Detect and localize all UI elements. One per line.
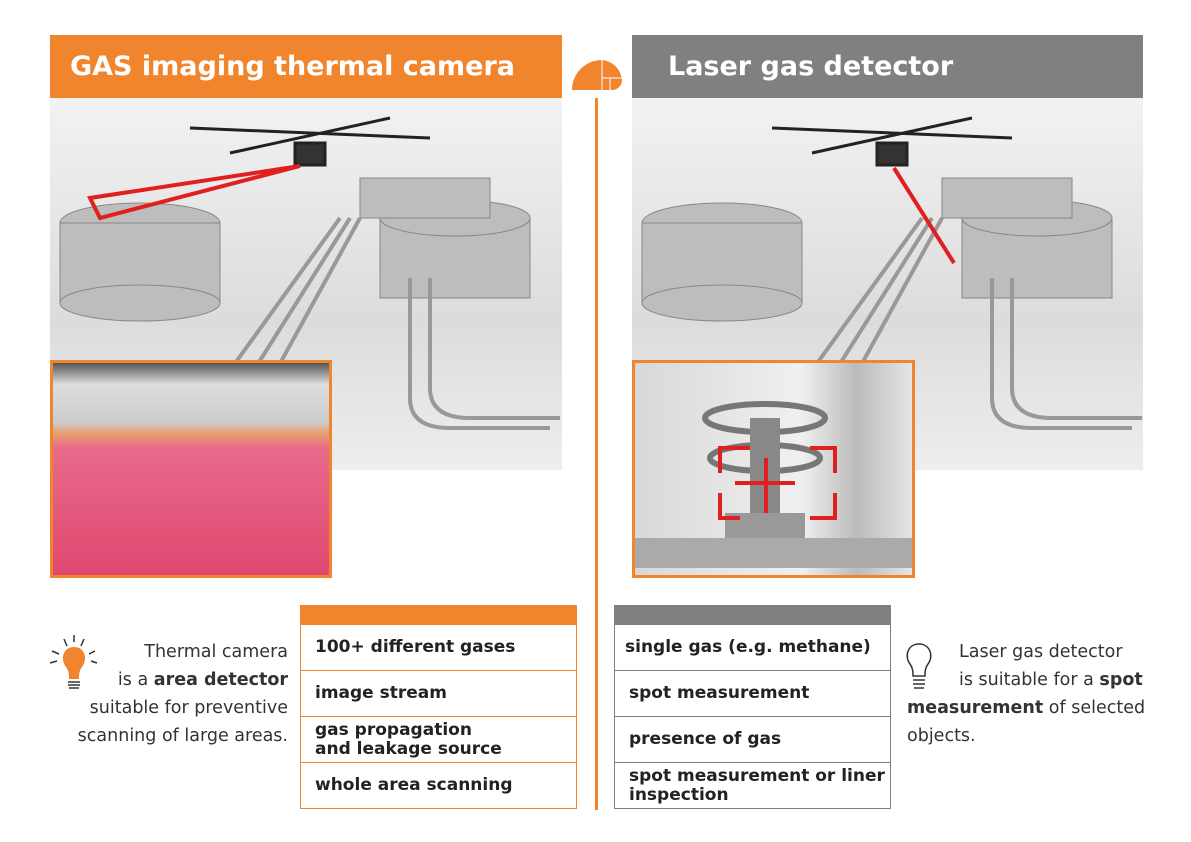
table-row: single gas (e.g. methane) — [614, 625, 891, 671]
right-note: Laser gas detector is suitable for a spo… — [907, 638, 1147, 750]
left-feature-table: 100+ different gases image stream gas pr… — [300, 605, 577, 809]
center-divider — [595, 98, 598, 810]
table-row: gas propagation and leakage source — [300, 717, 577, 763]
valve-image-inset — [632, 360, 915, 578]
note-line: is suitable for a spot — [907, 666, 1147, 694]
note-line: Thermal camera — [144, 642, 288, 662]
right-header: Laser gas detector — [632, 35, 1143, 98]
note-line: is a area detector — [60, 666, 288, 694]
note-text: is a — [117, 670, 154, 690]
right-title: Laser gas detector — [668, 51, 954, 82]
table-header — [614, 605, 891, 625]
left-header: GAS imaging thermal camera — [50, 35, 562, 98]
thermal-image-inset — [50, 360, 332, 578]
note-bold: area detector — [153, 670, 288, 690]
note-line: objects. — [907, 726, 976, 746]
note-line: suitable for preventive — [89, 698, 288, 718]
golden-spiral-logo — [572, 60, 622, 90]
note-line: Laser gas detector — [959, 642, 1123, 662]
note-text: is suitable for a — [959, 670, 1100, 690]
table-row: presence of gas — [614, 717, 891, 763]
lightbulb-icon — [49, 635, 98, 689]
table-row: whole area scanning — [300, 763, 577, 809]
note-line: measurement of selected — [907, 694, 1147, 722]
table-header — [300, 605, 577, 625]
note-text: of selected — [1043, 698, 1146, 718]
table-row: spot measurement or liner inspection — [614, 763, 891, 809]
lightbulb-icon — [906, 643, 932, 689]
note-line: scanning of large areas. — [77, 726, 288, 746]
note-bold: spot — [1099, 670, 1143, 690]
left-title: GAS imaging thermal camera — [70, 51, 516, 82]
table-row: spot measurement — [614, 671, 891, 717]
table-row: 100+ different gases — [300, 625, 577, 671]
left-note: Thermal camera is a area detector suitab… — [60, 638, 288, 750]
note-bold: measurement — [907, 698, 1044, 718]
right-feature-table: single gas (e.g. methane) spot measureme… — [614, 605, 891, 809]
table-row: image stream — [300, 671, 577, 717]
